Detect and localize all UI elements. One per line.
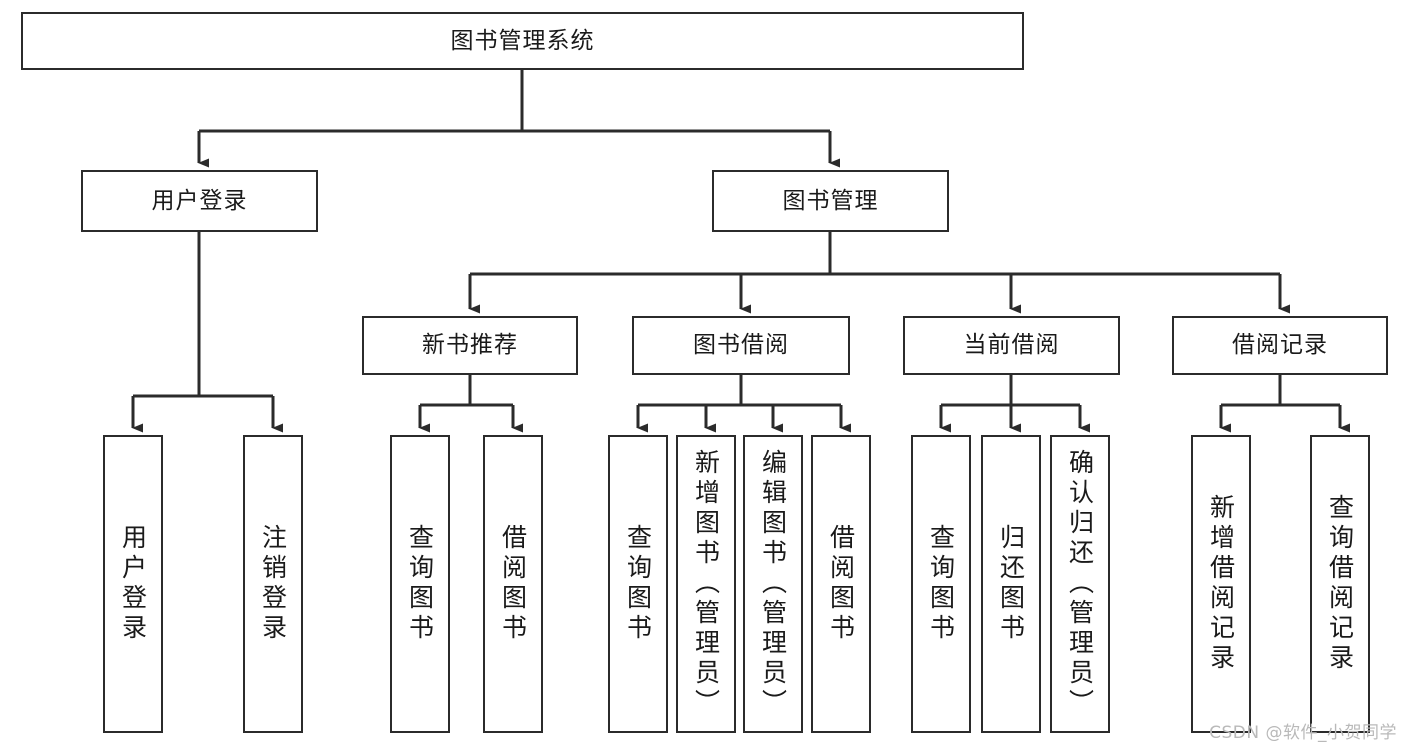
node-label: 借阅记录: [1232, 332, 1328, 358]
leaf-borrow-record-query-record[interactable]: 查询借阅记录: [1310, 435, 1370, 733]
node-label: 新书推荐: [422, 332, 518, 358]
node-label: 当前借阅: [963, 332, 1060, 358]
node-label: 注销登录: [258, 524, 288, 644]
leaf-book-borrow-add-book-admin[interactable]: 新增图书（管理员）: [676, 435, 736, 733]
node-label: 借阅图书: [498, 524, 528, 644]
node-label: 借阅图书: [826, 524, 856, 644]
csdn-watermark: CSDN @软件_小贺同学: [1209, 723, 1397, 743]
node-label: 查询图书: [405, 524, 435, 644]
node-label: 新增借阅记录: [1206, 494, 1236, 674]
node-label: 图书管理: [782, 187, 879, 214]
leaf-current-borrow-return-book[interactable]: 归还图书: [981, 435, 1041, 733]
node-label: 用户登录: [151, 187, 248, 214]
node-label: 用户登录: [118, 524, 148, 644]
leaf-user-login-login[interactable]: 用户登录: [103, 435, 163, 733]
node-label: 确认归还（管理员）: [1065, 449, 1095, 719]
node-label: 新增图书（管理员）: [691, 449, 721, 719]
node-label: 查询图书: [926, 524, 956, 644]
node-root-book-management-system[interactable]: 图书管理系统: [21, 12, 1024, 70]
node-label: 查询图书: [623, 524, 653, 644]
node-label: 图书管理系统: [450, 27, 595, 54]
leaf-new-book-borrow-book[interactable]: 借阅图书: [483, 435, 543, 733]
leaf-book-borrow-query-book[interactable]: 查询图书: [608, 435, 668, 733]
node-label: 归还图书: [996, 524, 1026, 644]
node-borrow-record[interactable]: 借阅记录: [1172, 316, 1388, 375]
node-new-book-recommend[interactable]: 新书推荐: [362, 316, 578, 375]
leaf-book-borrow-edit-book-admin[interactable]: 编辑图书（管理员）: [743, 435, 803, 733]
leaf-new-book-query-book[interactable]: 查询图书: [390, 435, 450, 733]
node-book-management[interactable]: 图书管理: [712, 170, 949, 232]
node-current-borrow[interactable]: 当前借阅: [903, 316, 1120, 375]
leaf-borrow-record-add-record[interactable]: 新增借阅记录: [1191, 435, 1251, 733]
node-label: 图书借阅: [693, 332, 789, 358]
node-user-login[interactable]: 用户登录: [81, 170, 318, 232]
leaf-book-borrow-borrow-book[interactable]: 借阅图书: [811, 435, 871, 733]
node-label: 查询借阅记录: [1325, 494, 1355, 674]
node-book-borrow[interactable]: 图书借阅: [632, 316, 850, 375]
leaf-user-login-logout[interactable]: 注销登录: [243, 435, 303, 733]
leaf-current-borrow-confirm-return-admin[interactable]: 确认归还（管理员）: [1050, 435, 1110, 733]
leaf-current-borrow-query-book[interactable]: 查询图书: [911, 435, 971, 733]
node-label: 编辑图书（管理员）: [758, 449, 788, 719]
